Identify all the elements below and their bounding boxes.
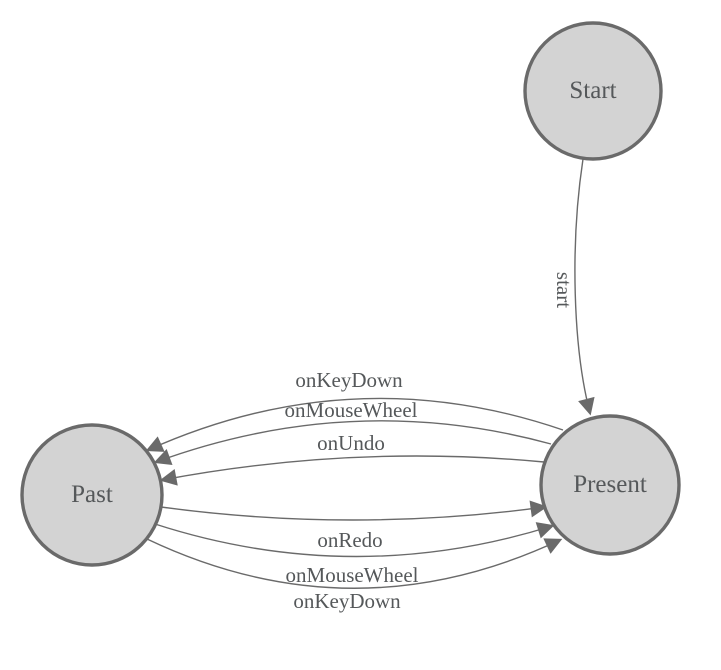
transition-edge-past-to-present-onkeydown: [146, 538, 563, 589]
state-node-start-label: Start: [569, 77, 616, 104]
transition-edge-past-to-present-onmousewheel: [154, 522, 555, 558]
state-node-past: Past: [20, 423, 164, 567]
transition-edge-present-to-past-onundo: [159, 455, 545, 486]
state-node-present-label: Present: [573, 471, 647, 498]
state-node-present-circle: [539, 414, 681, 556]
transition-edge-present-to-past-onkeydown: [145, 397, 564, 452]
transition-edges: [145, 158, 595, 589]
state-nodes: Start Present Past: [20, 21, 681, 567]
transition-label-onmousewheel-top: onMouseWheel: [285, 398, 418, 422]
transition-label-start: start: [552, 272, 576, 308]
transition-edge-past-to-present-onredo: [160, 500, 548, 521]
transition-label-onundo: onUndo: [317, 431, 385, 455]
state-node-present: Present: [539, 414, 681, 556]
transition-edge-present-to-past-onmousewheel: [153, 420, 552, 466]
state-node-start-circle: [523, 21, 663, 161]
state-node-start: Start: [523, 21, 663, 161]
transition-edge-start-to-present: [574, 158, 595, 416]
transition-label-onredo: onRedo: [317, 528, 382, 552]
transition-label-onkeydown-top: onKeyDown: [295, 368, 403, 392]
transition-label-onkeydown-bottom: onKeyDown: [293, 589, 401, 613]
transition-label-onmousewheel-bottom: onMouseWheel: [286, 563, 419, 587]
transition-labels: start onKeyDown onMouseWheel onUndo onRe…: [285, 272, 576, 613]
state-node-past-circle: [20, 423, 164, 567]
state-node-past-label: Past: [71, 481, 113, 508]
